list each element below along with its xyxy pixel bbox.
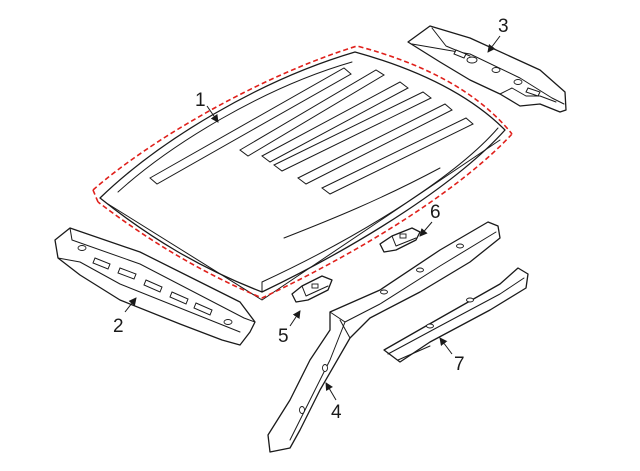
callout-1: 1 <box>195 90 206 111</box>
front-header-slots <box>92 257 213 316</box>
callout-5: 5 <box>278 326 289 347</box>
roof-bow-ribs <box>149 67 474 195</box>
front-roof-header <box>54 227 256 346</box>
callout-7: 7 <box>454 354 465 375</box>
callout-2: 2 <box>113 316 124 337</box>
roof-panel <box>92 45 513 301</box>
roof-side-rail <box>267 221 501 453</box>
roof-rail-lower <box>383 267 529 363</box>
leader-lines <box>124 35 501 401</box>
roof-bracket-upper <box>379 227 421 253</box>
callout-3: 3 <box>498 16 509 37</box>
roof-bracket-lower <box>291 275 333 303</box>
rear-roof-header <box>407 25 567 113</box>
roof-highlight-dash <box>92 45 513 299</box>
callout-4: 4 <box>331 402 342 423</box>
callout-6: 6 <box>430 202 441 223</box>
